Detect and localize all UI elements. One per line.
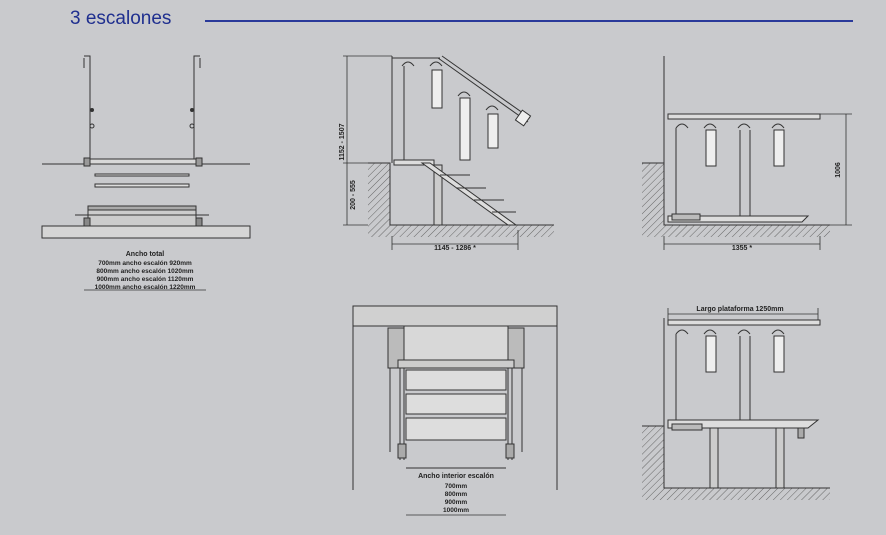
top-view-width: 900mm <box>445 499 468 506</box>
top-view-notes: Ancho interior escalón 700mm 800mm 900mm… <box>406 473 506 516</box>
top-view-heading: Ancho interior escalón <box>418 473 494 480</box>
front-view-row: 1000mm ancho escalón 1220mm <box>95 284 196 291</box>
side-step-height-dimension: 200 - 555 <box>350 180 357 210</box>
top-view <box>352 305 558 490</box>
rear-height-dimension: 1006 <box>835 162 842 178</box>
side-view-dimensions <box>343 55 519 250</box>
side-length-dimension: 1145 - 1286 * <box>434 245 476 252</box>
extended-view-dimension <box>667 308 819 320</box>
page-title: 3 escalones <box>70 8 172 29</box>
front-view-row: 700mm ancho escalón 920mm <box>98 260 192 267</box>
extended-view <box>642 318 830 500</box>
front-view <box>41 55 251 239</box>
side-view <box>368 55 554 237</box>
front-view-row: 900mm ancho escalón 1120mm <box>97 276 194 283</box>
front-view-heading: Ancho total <box>126 251 165 258</box>
side-height-dimension: 1152 - 1507 <box>339 123 346 160</box>
front-view-notes: Ancho total 700mm ancho escalón 920mm 80… <box>84 251 206 291</box>
rear-length-dimension: 1355 * <box>732 245 753 252</box>
rear-view <box>642 56 830 237</box>
rear-view-dimensions <box>663 113 852 250</box>
top-view-width: 1000mm <box>443 507 469 514</box>
top-view-width: 800mm <box>445 491 468 498</box>
platform-length-label: Largo plataforma 1250mm <box>696 306 783 313</box>
top-view-width: 700mm <box>445 483 468 490</box>
front-view-row: 800mm ancho escalón 1020mm <box>96 268 193 275</box>
title-rule <box>205 20 853 22</box>
